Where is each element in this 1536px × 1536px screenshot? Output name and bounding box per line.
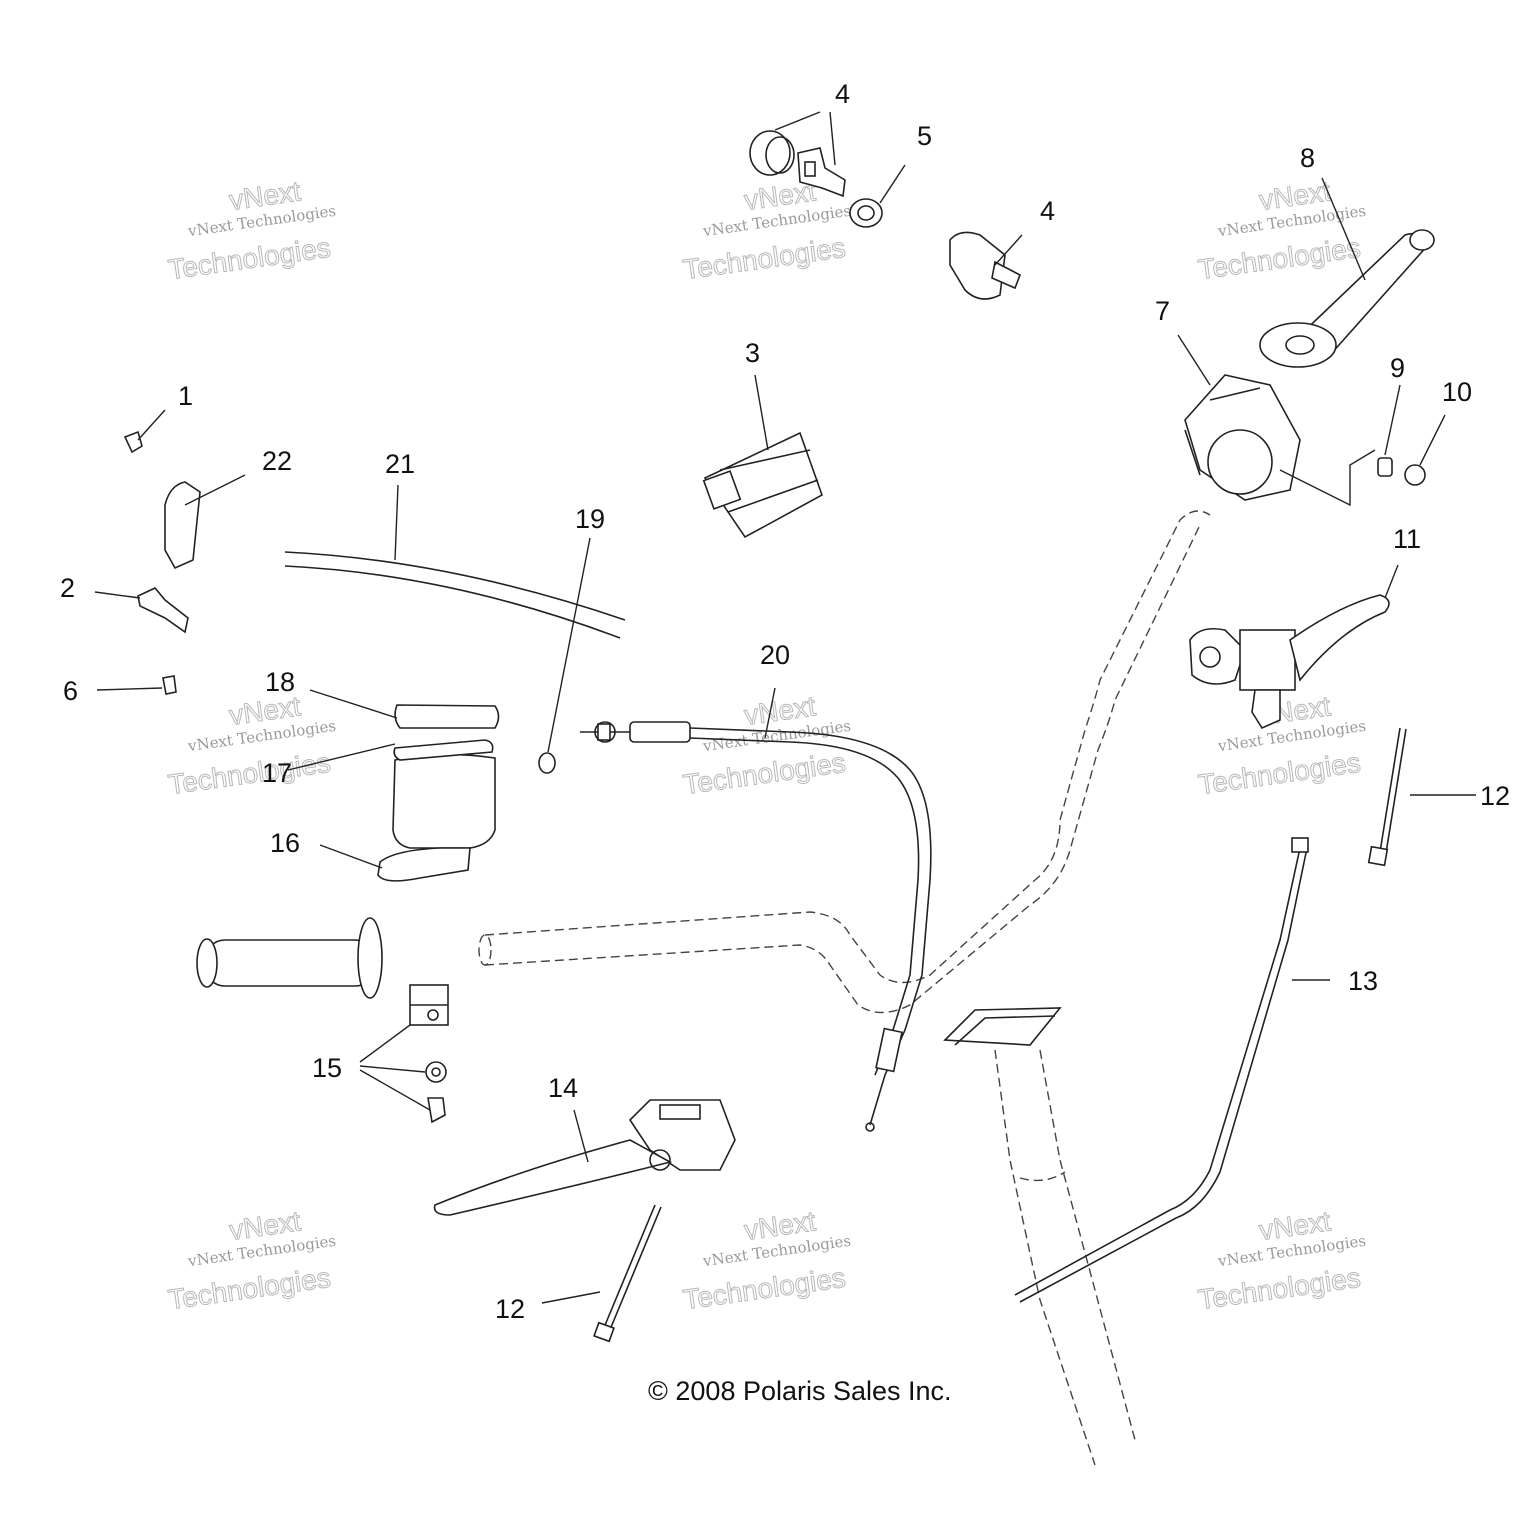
watermark-1: vNext vNext Technologies Technologies: [166, 175, 337, 286]
brake-line: [284, 551, 626, 639]
callout-3: 3: [745, 338, 760, 368]
bolt-right: [1367, 727, 1407, 867]
callout-19: 19: [575, 504, 605, 534]
watermark-5: vNext vNext Technologies Technologies: [681, 690, 852, 801]
callout-1: 1: [178, 381, 193, 411]
handlebar: [478, 510, 1211, 1014]
callout-6: 6: [63, 676, 78, 706]
callout-22: 22: [262, 446, 292, 476]
reservoir: [377, 704, 500, 882]
leader-lines: [94, 111, 1476, 1304]
callout-12b: 12: [495, 1294, 525, 1324]
lever-right: [1189, 594, 1390, 730]
watermarks: vNext vNext Technologies Technologies vN…: [166, 175, 1367, 1316]
watermark-9: vNext vNext Technologies Technologies: [1196, 1205, 1367, 1316]
callout-15: 15: [312, 1053, 342, 1083]
callout-16: 16: [270, 828, 300, 858]
ignition-parts: [749, 130, 1022, 300]
watermark-3: vNext vNext Technologies Technologies: [1196, 175, 1367, 286]
callout-21: 21: [385, 449, 415, 479]
callout-5: 5: [917, 121, 932, 151]
switch-housing: [702, 431, 823, 539]
callout-11: 11: [1393, 524, 1421, 554]
cable: [580, 721, 932, 1132]
callout-numbers: 1 2 3 4 4 5 6 7 8 9 10 11 12 12 13 14 15…: [60, 79, 1510, 1324]
grip-left: [196, 917, 383, 999]
callout-9: 9: [1390, 353, 1405, 383]
callout-4a: 4: [835, 79, 850, 109]
callout-10: 10: [1442, 377, 1472, 407]
callout-8: 8: [1300, 143, 1315, 173]
o-ring: [538, 752, 556, 774]
throttle-small-parts: [1279, 449, 1426, 507]
callout-17: 17: [262, 758, 292, 788]
callout-12a: 12: [1480, 781, 1510, 811]
callout-14: 14: [548, 1073, 578, 1103]
steering-post: [943, 1007, 1136, 1466]
master-cylinder: [433, 1099, 736, 1216]
watermark-8: vNext vNext Technologies Technologies: [681, 1205, 852, 1316]
watermark-4: vNext vNext Technologies Technologies: [166, 690, 337, 801]
bolt-bottom: [593, 1204, 662, 1343]
throttle-housing: [1184, 374, 1301, 501]
callout-13: 13: [1348, 966, 1378, 996]
callout-20: 20: [760, 640, 790, 670]
copyright-notice: © 2008 Polaris Sales Inc.: [648, 1376, 952, 1406]
cable-right: [1014, 837, 1309, 1303]
small-parts-left: [123, 430, 201, 695]
callout-4b: 4: [1040, 196, 1055, 226]
callout-18: 18: [265, 667, 295, 697]
callout-2: 2: [60, 573, 75, 603]
callout-7: 7: [1155, 296, 1170, 326]
watermark-7: vNext vNext Technologies Technologies: [166, 1205, 337, 1316]
clamp: [409, 984, 449, 1124]
grip-right: [1259, 229, 1435, 368]
